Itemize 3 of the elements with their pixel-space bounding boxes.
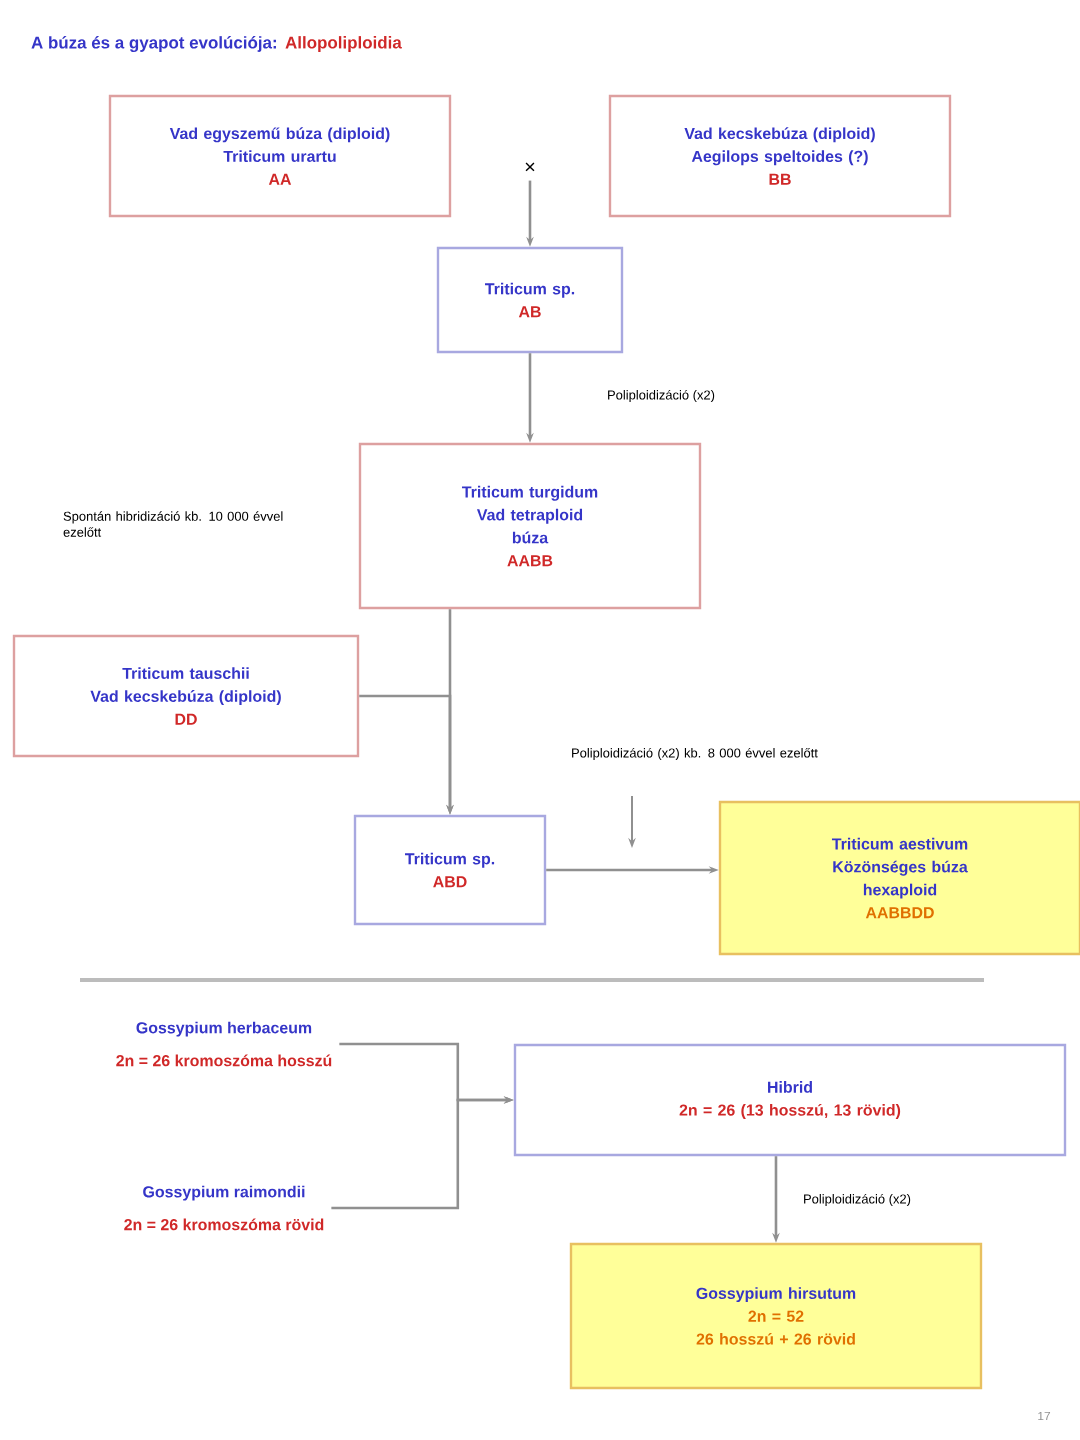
title: Allopoliploidia	[285, 36, 402, 52]
title: A búza és a gyapot evolúciója:	[31, 36, 276, 52]
cross-sign: ×	[525, 162, 535, 172]
